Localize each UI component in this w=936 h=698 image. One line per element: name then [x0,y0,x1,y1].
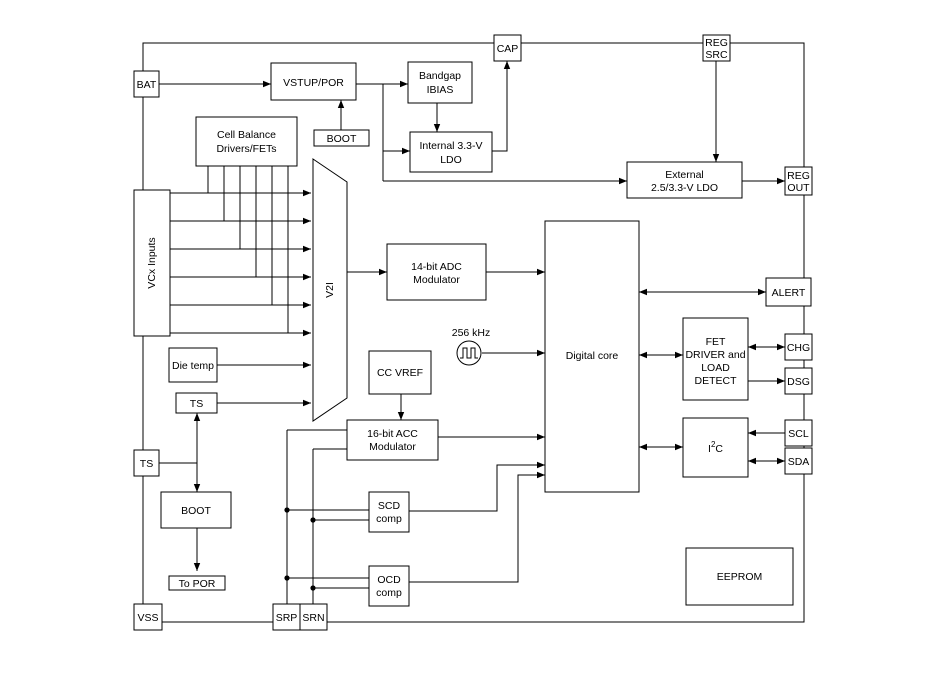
block-to-por: To POR [168,575,226,591]
pin-alert: ALERT [765,277,812,307]
ocd-line2: comp [376,587,402,599]
fet-driver-line3: LOAD [701,362,730,374]
bandgap-line1: Bandgap [419,70,461,82]
scd-line2: comp [376,513,402,525]
to-por-label: To POR [179,578,216,590]
block-cell-balance: Cell Balance Drivers/FETs [195,116,298,167]
pin-reg-src-line1: REG [705,37,728,49]
pin-cap: CAP [493,34,522,62]
block-external-ldo: External 2.5/3.3-V LDO [626,161,743,199]
pin-srn: SRN [299,603,328,631]
clock-icon [456,340,482,366]
scd-line1: SCD [378,500,401,512]
block-digital-core: Digital core [544,220,640,493]
adc-line2: Modulator [413,274,460,286]
pin-chg-label: CHG [787,342,810,354]
pin-reg-out-line2: OUT [787,182,810,194]
pin-scl: SCL [784,419,813,447]
pin-bat-label: BAT [137,79,157,91]
block-i2c: I2C [682,417,749,478]
block-ts-internal: TS [175,392,218,414]
clock-label: 256 kHz [452,327,491,339]
pin-scl-label: SCL [788,428,809,440]
pin-srp: SRP [272,603,301,631]
block-die-temp: Die temp [168,347,218,383]
block-fet-driver: FET DRIVER and LOAD DETECT [682,317,749,401]
pin-ts: TS [133,449,160,477]
block-bandgap: Bandgap IBIAS [407,61,473,104]
block-vcx-inputs: VCx Inputs [133,189,171,337]
fet-driver-line1: FET [706,336,726,348]
pin-reg-out: REG OUT [784,166,813,196]
block-internal-ldo: Internal 3.3-V LDO [409,131,493,173]
bandgap-line2: IBIAS [427,84,454,96]
block-boot-bottom: BOOT [160,491,232,529]
internal-ldo-line1: Internal 3.3-V [419,140,482,152]
i2c-label: I2C [708,440,723,455]
acc-line2: Modulator [369,441,416,453]
block-vstup-por: VSTUP/POR [270,62,357,101]
vstup-por-label: VSTUP/POR [283,77,344,89]
ocd-line1: OCD [377,574,401,586]
pin-chg: CHG [784,333,813,361]
pin-srn-label: SRN [302,612,324,624]
vcx-inputs-label: VCx Inputs [146,237,158,288]
pin-reg-out-line1: REG [787,170,810,182]
die-temp-label: Die temp [172,360,214,372]
pin-vss: VSS [133,603,163,631]
cell-balance-line1: Cell Balance [217,129,276,141]
block-eeprom: EEPROM [685,547,794,606]
boot-top-label: BOOT [327,133,357,145]
pin-cap-label: CAP [497,43,519,55]
cell-balance-line2: Drivers/FETs [216,143,276,155]
digital-core-label: Digital core [566,350,619,362]
pin-alert-label: ALERT [772,287,806,299]
boot-bottom-label: BOOT [181,505,211,517]
v2i-label: V2I [324,282,336,298]
adc-line1: 14-bit ADC [411,261,462,273]
pin-sda-label: SDA [788,456,810,468]
junction-dots [284,507,316,591]
acc-line1: 16-bit ACC [367,428,418,440]
block-adc: 14-bit ADC Modulator [386,243,487,301]
block-clock: 256 kHz [452,327,491,366]
pin-bat: BAT [133,70,160,98]
block-cc-vref: CC VREF [368,350,432,395]
wires [159,61,785,604]
external-ldo-line2: 2.5/3.3-V LDO [651,182,718,194]
pin-dsg: DSG [784,367,813,395]
block-scd: SCD comp [368,491,410,533]
eeprom-label: EEPROM [717,571,763,583]
external-ldo-line1: External [665,169,704,181]
pin-sda: SDA [784,447,813,475]
pin-reg-src: REG SRC [702,34,731,62]
ts-internal-label: TS [190,398,203,410]
cc-vref-label: CC VREF [377,367,423,379]
block-v2i: V2I [312,158,348,422]
pin-ts-label: TS [140,458,153,470]
fet-driver-line2: DRIVER and [685,349,745,361]
pin-dsg-label: DSG [787,376,810,388]
internal-ldo-line2: LDO [440,154,462,166]
block-ocd: OCD comp [368,565,410,607]
block-boot-top: BOOT [313,129,370,147]
fet-driver-line4: DETECT [695,375,738,387]
pin-srp-label: SRP [276,612,298,624]
pin-vss-label: VSS [137,612,158,624]
pin-reg-src-line2: SRC [705,49,728,61]
block-acc: 16-bit ACC Modulator [346,419,439,461]
